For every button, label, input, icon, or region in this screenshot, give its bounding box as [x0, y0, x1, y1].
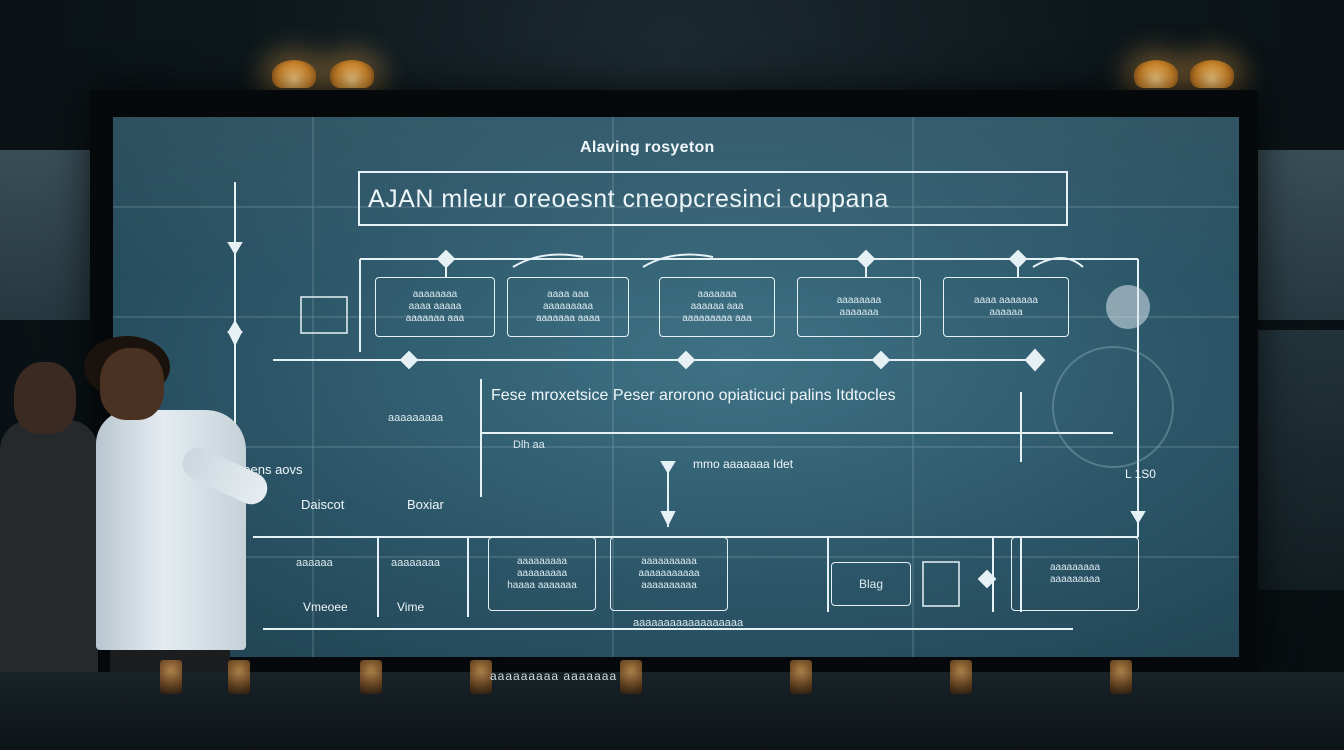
side-label: L 1S0 [1125, 467, 1156, 481]
ceiling-light [330, 60, 374, 88]
glass [470, 660, 492, 694]
title-frame [358, 171, 1068, 226]
row-label: Daiscot [301, 497, 345, 512]
glass [228, 660, 250, 694]
ceiling-light [1134, 60, 1178, 88]
row-label: Vmeoee [303, 600, 348, 614]
side-label: Dlh aa [513, 439, 545, 451]
window-right [1244, 150, 1344, 320]
glass [160, 660, 182, 694]
side-label: aaaaaaaaa [388, 412, 444, 424]
screen-title: AJAN mleur oreoesnt cneopcresinci cuppan… [368, 185, 889, 213]
glass [620, 660, 642, 694]
person-left-body [0, 420, 98, 690]
person-right-head [100, 348, 164, 420]
person-right-body [96, 410, 246, 650]
monitor-base-text: aaaaaaaaa aaaaaaa [490, 669, 618, 683]
window-right-lower [1254, 330, 1344, 590]
glass [1110, 660, 1132, 694]
bottom-label: aaaaaaaaaaaaaaaaaa [633, 617, 744, 629]
screen-top-label: Alaving rosyeton [580, 139, 715, 156]
glass [360, 660, 382, 694]
conference-table [0, 672, 1344, 750]
ceiling-light [1190, 60, 1234, 88]
row-label: Vime [397, 600, 425, 614]
row-label: Boxiar [407, 497, 444, 512]
gear-graphic [1106, 285, 1150, 329]
glass [950, 660, 972, 694]
ceiling-light [272, 60, 316, 88]
row-label: aaaaaaaa [391, 557, 440, 569]
person-left-head [14, 362, 76, 434]
table-cell: Blag [831, 562, 911, 606]
row-label: aaaaaa [296, 557, 333, 569]
side-label: mmo aaaaaaa Idet [693, 457, 794, 471]
glass [790, 660, 812, 694]
flowchart-lines [113, 117, 1239, 657]
display-screen: Alaving rosyeton AJAN mleur oreoesnt cne… [113, 117, 1239, 657]
section-heading: Fese mroxetsice Peser arorono opiaticuci… [491, 387, 896, 404]
